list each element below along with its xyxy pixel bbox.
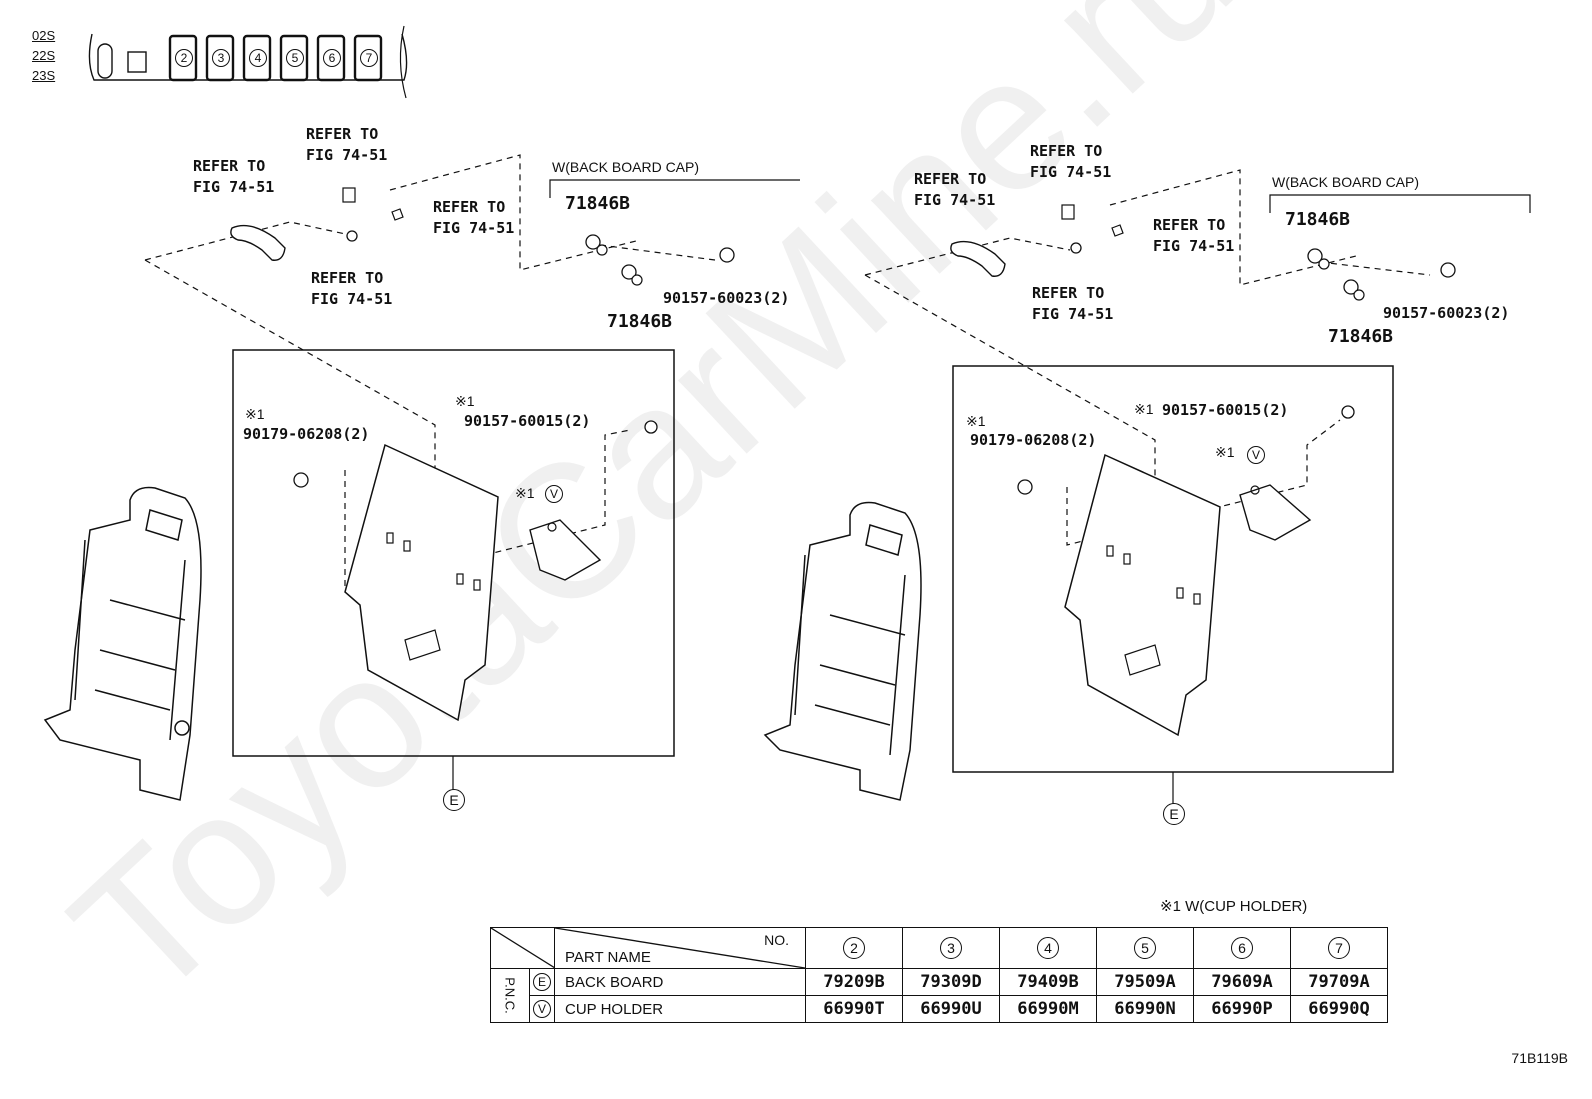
left-refer-top-label: REFER TO FIG 74-51 xyxy=(306,125,388,164)
left-back-board-cap-label: W(BACK BOARD CAP) xyxy=(552,159,700,175)
right-cap-screw-label: 90157-60023(2) xyxy=(1383,304,1510,322)
column-header: 4 xyxy=(999,927,1097,969)
right-screw-part-label: 90157-60015(2) xyxy=(1162,401,1289,419)
variant-3-marker: 3 xyxy=(212,49,230,67)
right-screw-mark: ※1 xyxy=(1134,401,1154,417)
parts-table: NO. PART NAME 2 3 4 5 6 7 P.N.C. E BACK … xyxy=(490,927,1388,1023)
pnc-label: P.N.C. xyxy=(490,968,530,1023)
variant-7-marker: 7 xyxy=(360,49,378,67)
illustration-code: 71B119B xyxy=(1511,1050,1568,1066)
cup-holder-note: ※1 W(CUP HOLDER) xyxy=(1160,898,1308,915)
model-code: 02S xyxy=(32,28,56,43)
part-number: 66990N xyxy=(1096,995,1194,1023)
left-screw-part-label: 90157-60015(2) xyxy=(464,412,591,430)
left-cap-part-label-2: 71846B xyxy=(607,311,673,332)
right-refer-headrest-label: REFER TO FIG 74-51 xyxy=(914,170,996,209)
right-nut-mark: ※1 xyxy=(966,413,986,429)
table-row: V CUP HOLDER 66990T 66990U 66990M 66990N… xyxy=(491,995,1388,1023)
cup-holder-symbol: V xyxy=(533,1000,551,1018)
left-refer-headrest-label: REFER TO FIG 74-51 xyxy=(193,157,275,196)
model-code: 23S xyxy=(32,68,56,83)
part-number: 79409B xyxy=(999,968,1097,996)
part-number: 66990T xyxy=(805,995,903,1023)
variant-4-marker: 4 xyxy=(249,49,267,67)
table-corner xyxy=(490,927,555,969)
column-header: 6 xyxy=(1193,927,1291,969)
right-refer-right-label: REFER TO FIG 74-51 xyxy=(1153,216,1235,255)
right-back-board-cap-label: W(BACK BOARD CAP) xyxy=(1272,174,1420,190)
column-header: 2 xyxy=(805,927,903,969)
left-cap-screw-label: 90157-60023(2) xyxy=(663,289,790,307)
part-number: 66990Q xyxy=(1290,995,1388,1023)
right-exploded-diagram xyxy=(763,169,1531,804)
part-number: 66990U xyxy=(902,995,1000,1023)
left-cup-mark: ※1 xyxy=(515,485,535,501)
seat-layout-icon xyxy=(88,25,408,99)
part-number: 79609A xyxy=(1193,968,1291,996)
part-number: 79709A xyxy=(1290,968,1388,996)
right-back-board-symbol: E xyxy=(1163,803,1185,825)
column-header: 7 xyxy=(1290,927,1388,969)
variant-5-marker: 5 xyxy=(286,49,304,67)
part-number: 66990P xyxy=(1193,995,1291,1023)
variant-6-marker: 6 xyxy=(323,49,341,67)
left-screw-mark: ※1 xyxy=(455,393,475,409)
row-part-name: BACK BOARD xyxy=(554,968,806,996)
model-code: 22S xyxy=(32,48,56,63)
left-exploded-diagram xyxy=(43,154,800,801)
variant-2-marker: 2 xyxy=(175,49,193,67)
table-header-cell: NO. PART NAME xyxy=(554,927,806,969)
model-codes: 02S 22S 23S xyxy=(32,26,55,86)
left-refer-right-label: REFER TO FIG 74-51 xyxy=(433,198,515,237)
column-header: 5 xyxy=(1096,927,1194,969)
part-number: 79209B xyxy=(805,968,903,996)
left-cap-part-label: 71846B xyxy=(565,193,631,214)
right-cup-holder-symbol: V xyxy=(1247,446,1265,464)
row-part-name: CUP HOLDER xyxy=(554,995,806,1023)
left-refer-bolt-label: REFER TO FIG 74-51 xyxy=(311,269,393,308)
right-cup-mark: ※1 xyxy=(1215,444,1235,460)
part-number: 79509A xyxy=(1096,968,1194,996)
left-cup-holder-symbol: V xyxy=(545,485,563,503)
no-label: NO. xyxy=(764,932,789,948)
right-cap-part-label: 71846B xyxy=(1285,209,1351,230)
table-row: P.N.C. E BACK BOARD 79209B 79309D 79409B… xyxy=(490,968,1388,1023)
right-refer-top-label: REFER TO FIG 74-51 xyxy=(1030,142,1112,181)
right-refer-bolt-label: REFER TO FIG 74-51 xyxy=(1032,284,1114,323)
part-number: 66990M xyxy=(999,995,1097,1023)
column-header: 3 xyxy=(902,927,1000,969)
left-nut-mark: ※1 xyxy=(245,406,265,422)
back-board-symbol: E xyxy=(533,973,551,991)
right-nut-part-label: 90179-06208(2) xyxy=(970,431,1097,449)
left-back-board-symbol: E xyxy=(443,789,465,811)
right-cap-part-label-2: 71846B xyxy=(1328,326,1394,347)
left-nut-part-label: 90179-06208(2) xyxy=(243,425,370,443)
part-number: 79309D xyxy=(902,968,1000,996)
part-name-label: PART NAME xyxy=(565,949,651,966)
